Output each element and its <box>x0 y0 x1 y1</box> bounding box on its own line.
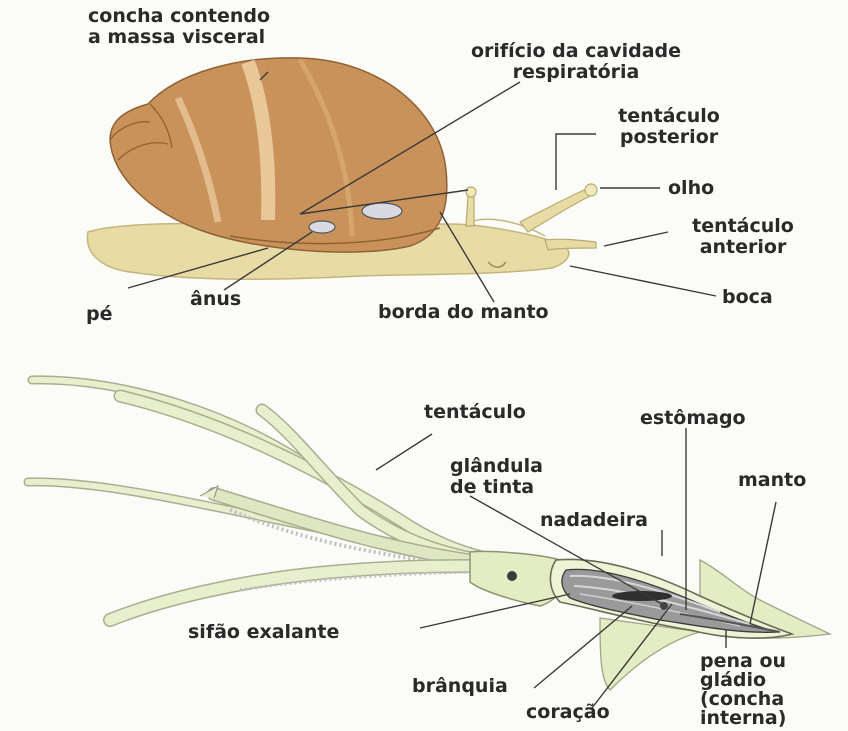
label-pe: pé <box>86 304 113 325</box>
label-coracao: coração <box>526 702 610 723</box>
label-manto: manto <box>738 470 806 491</box>
snail-illustration <box>87 58 597 279</box>
label-tentaculo: tentáculo <box>424 402 526 423</box>
snail-anus <box>309 221 335 233</box>
label-olho: olho <box>668 178 714 199</box>
label-estomago: estômago <box>640 408 746 429</box>
label-tentaculo-anterior: tentáculo anterior <box>674 216 812 258</box>
label-boca: boca <box>722 287 773 308</box>
label-concha: concha contendo a massa visceral <box>88 6 270 48</box>
label-sifao-exalante: sifão exalante <box>188 622 339 643</box>
snail-anterior-tentacle <box>545 239 596 250</box>
label-anus: ânus <box>190 289 241 310</box>
snail-respiratory-opening <box>362 203 402 219</box>
label-orificio: orifício da cavidade respiratória <box>442 41 710 83</box>
snail-posterior-tentacle <box>520 190 590 232</box>
label-tentaculo-posterior: tentáculo posterior <box>600 106 738 148</box>
label-branquia: brânquia <box>412 676 508 697</box>
label-borda-do-manto: borda do manto <box>378 302 549 323</box>
squid-eye <box>507 571 517 581</box>
label-nadadeira: nadadeira <box>540 510 648 531</box>
snail-eye <box>585 184 597 196</box>
label-pena-ou-gladio: pena ou gládio (concha interna) <box>700 652 786 728</box>
snail-shell <box>110 58 447 252</box>
label-glandula-de-tinta: glândula de tinta <box>450 456 543 498</box>
